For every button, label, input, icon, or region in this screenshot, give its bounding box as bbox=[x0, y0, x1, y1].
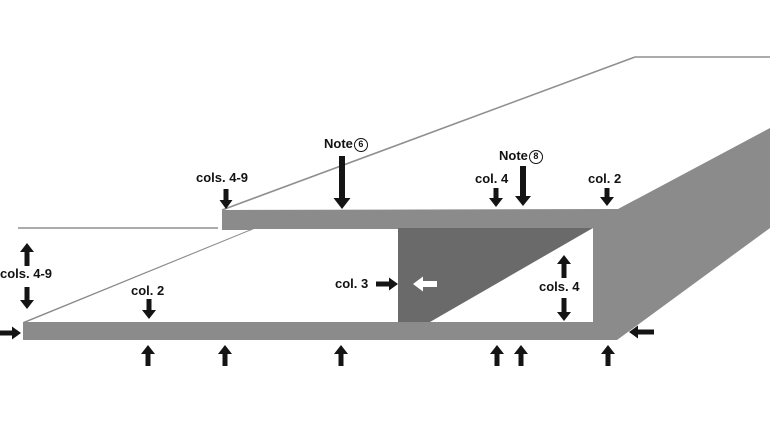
up-arrow-icon bbox=[514, 345, 528, 366]
down-arrow-icon bbox=[333, 156, 351, 209]
down-arrow-icon bbox=[600, 188, 614, 206]
up-arrow-icon bbox=[20, 243, 34, 266]
bottom-col-2-label: col. 2 bbox=[131, 283, 165, 298]
annotation-arrows bbox=[0, 156, 654, 366]
right-arrow-icon bbox=[376, 277, 398, 291]
left-arrow-icon bbox=[629, 325, 654, 339]
up-arrow-icon bbox=[557, 255, 571, 278]
top-flange-cols-4-9-label: cols. 4-9 bbox=[196, 170, 249, 185]
top-col-2-label: col. 2 bbox=[588, 171, 622, 186]
up-arrow-icon bbox=[141, 345, 155, 366]
down-arrow-icon bbox=[219, 189, 233, 209]
down-arrow-icon bbox=[557, 298, 571, 321]
down-arrow-icon bbox=[489, 188, 503, 207]
left-cols-4-9-label: cols. 4-9 bbox=[0, 266, 53, 281]
right-arrow-icon bbox=[0, 326, 21, 340]
circled-number-6: 6 bbox=[353, 138, 368, 152]
circled-number-8: 8 bbox=[528, 150, 543, 164]
web-cutaway-triangle bbox=[430, 228, 593, 322]
up-arrow-icon bbox=[218, 345, 232, 366]
top-col-4-label: col. 4 bbox=[475, 171, 509, 186]
up-arrow-icon bbox=[601, 345, 615, 366]
right-cols-4-label: cols. 4 bbox=[539, 279, 580, 294]
top-surface-edge-line bbox=[221, 56, 636, 211]
web-opening bbox=[27, 229, 398, 322]
down-arrow-icon bbox=[20, 287, 34, 309]
note-8-text: Note bbox=[499, 148, 528, 163]
web-col-3-label: col. 3 bbox=[335, 276, 369, 291]
web-cut-face bbox=[398, 228, 593, 322]
up-arrow-icon bbox=[334, 345, 348, 366]
up-arrow-icon bbox=[490, 345, 504, 366]
white-left-arrow-icon bbox=[413, 276, 437, 292]
note-6-text: Note bbox=[324, 136, 353, 151]
down-arrow-icon bbox=[142, 299, 156, 319]
down-arrow-icon bbox=[515, 166, 531, 206]
